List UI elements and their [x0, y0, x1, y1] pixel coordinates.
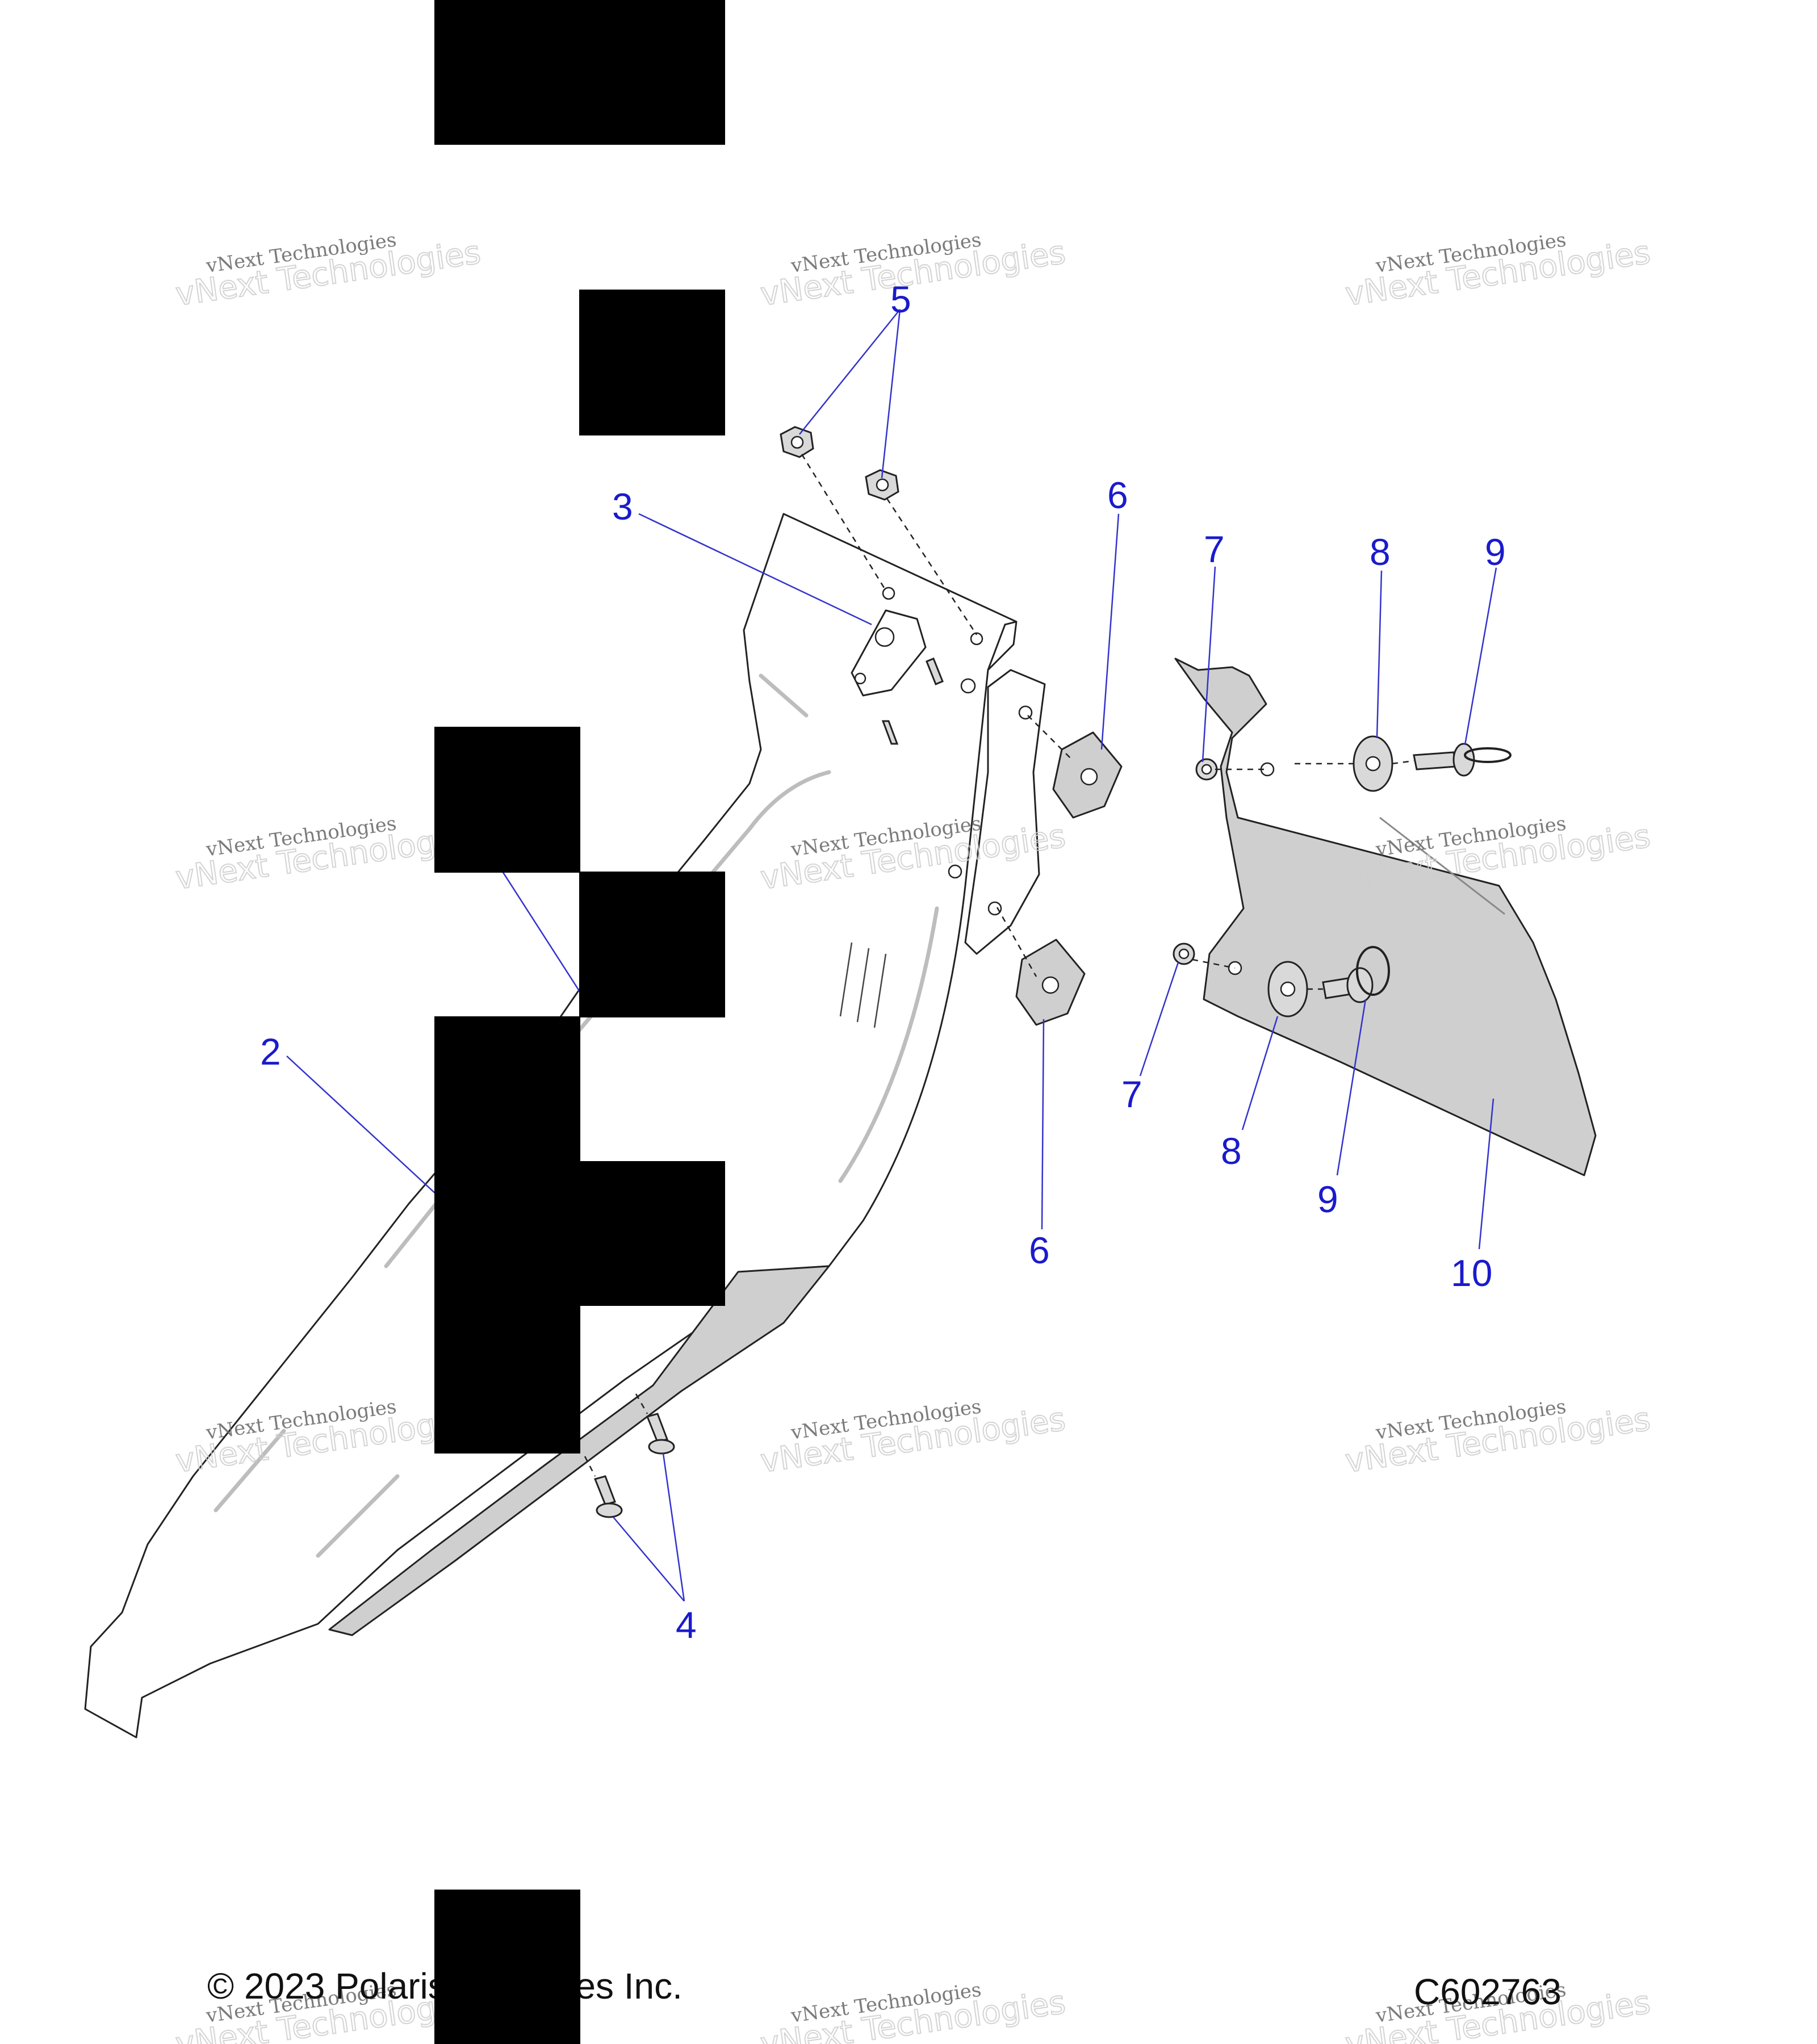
- callout-7-lower: 7: [1121, 1073, 1142, 1115]
- assembly-lines: [584, 454, 1414, 1477]
- nut-part-4: [780, 426, 899, 501]
- plate-part-10: [1174, 657, 1597, 1176]
- callout-8-lower: 8: [1221, 1130, 1242, 1172]
- washer-part-8: [1267, 735, 1393, 1017]
- watermark: vNext Technologies vNext Technologies: [757, 228, 1068, 313]
- figure-id: C602763: [1414, 1971, 1561, 2012]
- callout-9-upper: 9: [1485, 531, 1506, 573]
- callout-labels: 5 3 6 7 8 9 2 7 8 9 6 10 4: [260, 278, 1506, 1646]
- screw-part-5: [593, 1413, 675, 1518]
- callout-5: 4: [676, 1604, 697, 1646]
- callout-7-upper: 7: [1204, 528, 1225, 570]
- callout-9-lower: 9: [1317, 1178, 1338, 1220]
- watermark-grid: vNext Technologies vNext Technologies vN…: [173, 228, 1653, 2044]
- bracket-part-3: [851, 609, 944, 745]
- callout-10: 10: [1451, 1252, 1492, 1294]
- watermark: vNext Technologies vNext Technologies: [1342, 228, 1653, 313]
- callout-3: 3: [612, 485, 633, 527]
- callout-6-upper: 6: [1107, 474, 1128, 516]
- washer-part-7: [1173, 758, 1218, 965]
- watermark: vNext Technologies vNext Technologies: [1342, 1395, 1653, 1480]
- watermark: vNext Technologies vNext Technologies: [757, 1395, 1068, 1480]
- watermark: vNext Technologies vNext Technologies: [173, 228, 483, 313]
- leader-lines: [286, 309, 1497, 1602]
- callout-8-upper: 8: [1370, 531, 1391, 573]
- clip-nut-part-6: [1015, 731, 1123, 1026]
- pin-part-9: [1322, 743, 1512, 1003]
- watermark: vNext Technologies vNext Technologies: [1342, 812, 1653, 897]
- callout-2: 2: [260, 1031, 281, 1073]
- callout-4: 5: [890, 278, 911, 320]
- redaction-blocks: [434, 0, 725, 2044]
- watermark: vNext Technologies vNext Technologies: [757, 1978, 1068, 2044]
- callout-6-lower: 6: [1029, 1229, 1050, 1271]
